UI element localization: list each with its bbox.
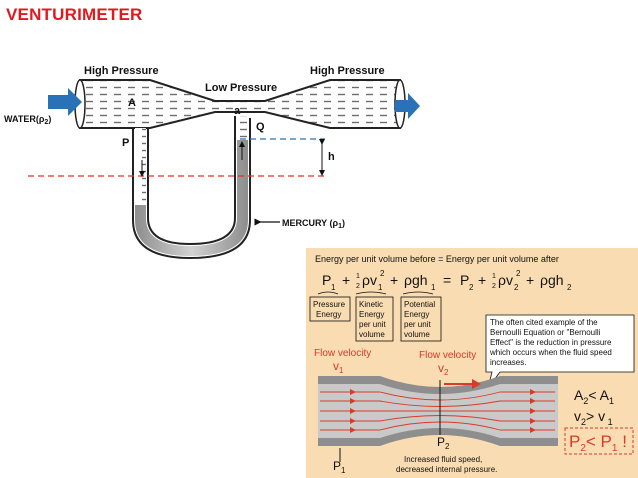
svg-text:2: 2	[469, 283, 474, 292]
caption-line1: Increased fluid speed,	[404, 455, 482, 464]
label-high-pressure-left: High Pressure	[84, 65, 159, 77]
svg-text:P: P	[460, 272, 469, 288]
page-title: VENTURIMETER	[6, 5, 143, 24]
svg-text:2: 2	[492, 283, 496, 290]
svg-text:ρv: ρv	[362, 272, 377, 288]
svg-text:2: 2	[380, 269, 385, 278]
pressure-inequality-box	[564, 427, 634, 455]
outflow-arrow	[395, 93, 420, 119]
manometer-tube-inner	[147, 116, 236, 246]
label-h: h	[328, 151, 335, 163]
label-a-section: A	[128, 97, 136, 109]
svg-text:1: 1	[356, 273, 360, 280]
v2-symbol: v2	[438, 361, 449, 377]
inflow-arrow	[48, 88, 82, 116]
box-kinetic-line1: Kinetic	[359, 300, 383, 309]
label-a-throat: a	[234, 105, 241, 117]
box-kinetic-line3: per unit	[359, 320, 386, 329]
svg-text:+: +	[478, 272, 486, 288]
box-pressure-line2: Energy	[316, 310, 341, 319]
box-potential-line1: Potential	[404, 300, 435, 309]
velocity-inequality: v2> v 1	[574, 408, 613, 427]
svg-text:2: 2	[514, 283, 519, 292]
svg-text:=: =	[443, 272, 451, 288]
svg-text:+: +	[342, 272, 350, 288]
svg-text:2: 2	[356, 283, 360, 290]
svg-text:1: 1	[431, 283, 436, 292]
svg-text:2: 2	[516, 269, 521, 278]
svg-text:+: +	[390, 272, 398, 288]
box-potential-line4: volume	[404, 330, 430, 339]
manometer-tube-outer	[132, 118, 251, 260]
flow-velocity-1-label: Flow velocity	[314, 348, 371, 359]
box-kinetic-line4: volume	[359, 330, 385, 339]
label-water: WATER(ρ2)	[4, 114, 51, 126]
label-high-pressure-right: High Pressure	[310, 65, 385, 77]
callout-line2: Bernoulli Equation or "Bernoulli	[490, 328, 601, 337]
svg-text:ρgh: ρgh	[540, 272, 564, 288]
callout-line3: Effect" is the reduction in pressure	[490, 338, 612, 347]
pressure-inequality: P2< P1 !	[569, 432, 627, 454]
svg-text:1: 1	[331, 283, 336, 292]
svg-text:1: 1	[492, 273, 496, 280]
svg-text:2: 2	[567, 283, 572, 292]
box-pressure-line1: Pressure	[313, 300, 346, 309]
label-low-pressure: Low Pressure	[205, 82, 277, 94]
label-mercury: MERCURY (ρ1)	[282, 218, 345, 230]
box-potential-line2: Energy	[404, 310, 429, 319]
svg-text:ρgh: ρgh	[404, 272, 428, 288]
svg-text:ρv: ρv	[498, 272, 513, 288]
v1-symbol: v1	[333, 359, 344, 375]
callout-line5: increases.	[490, 358, 526, 367]
callout-line1: The often cited example of the	[490, 318, 598, 327]
label-q: Q	[256, 121, 265, 133]
box-kinetic-line2: Energy	[359, 310, 384, 319]
flow-velocity-2-label: Flow velocity	[419, 350, 476, 361]
box-potential-line3: per unit	[404, 320, 431, 329]
bernoulli-header: Energy per unit volume before = Energy p…	[315, 254, 559, 264]
svg-text:1: 1	[378, 283, 383, 292]
svg-text:P: P	[322, 272, 331, 288]
callout-line4: which occurs when the fluid speed	[489, 348, 612, 357]
svg-text:+: +	[526, 272, 534, 288]
label-p: P	[122, 137, 129, 149]
caption-line2: decreased internal pressure.	[396, 465, 497, 474]
mercury-fill	[135, 140, 248, 256]
